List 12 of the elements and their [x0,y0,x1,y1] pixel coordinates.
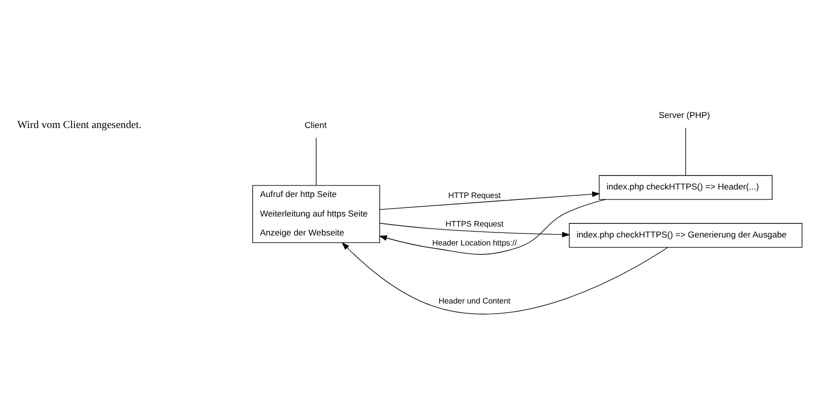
node-box: index.php checkHTTPS() => Header(...) [598,174,772,200]
arrow [380,222,570,237]
arrow [378,198,606,254]
connector [685,126,686,176]
node-box: Aufruf der http Seite Weiterleitung auf https Seite Anzeige der Webseite [252,184,380,242]
node-box: index.php checkHTTPS() => Generierung der Ausgabe [568,222,802,248]
label: Wird vom Client angesendet. [17,120,142,131]
node-text: Client [304,119,327,130]
connector [316,136,317,186]
arrow [342,242,668,314]
node-text: Server (PHP) [658,109,710,120]
arrow [379,190,600,210]
